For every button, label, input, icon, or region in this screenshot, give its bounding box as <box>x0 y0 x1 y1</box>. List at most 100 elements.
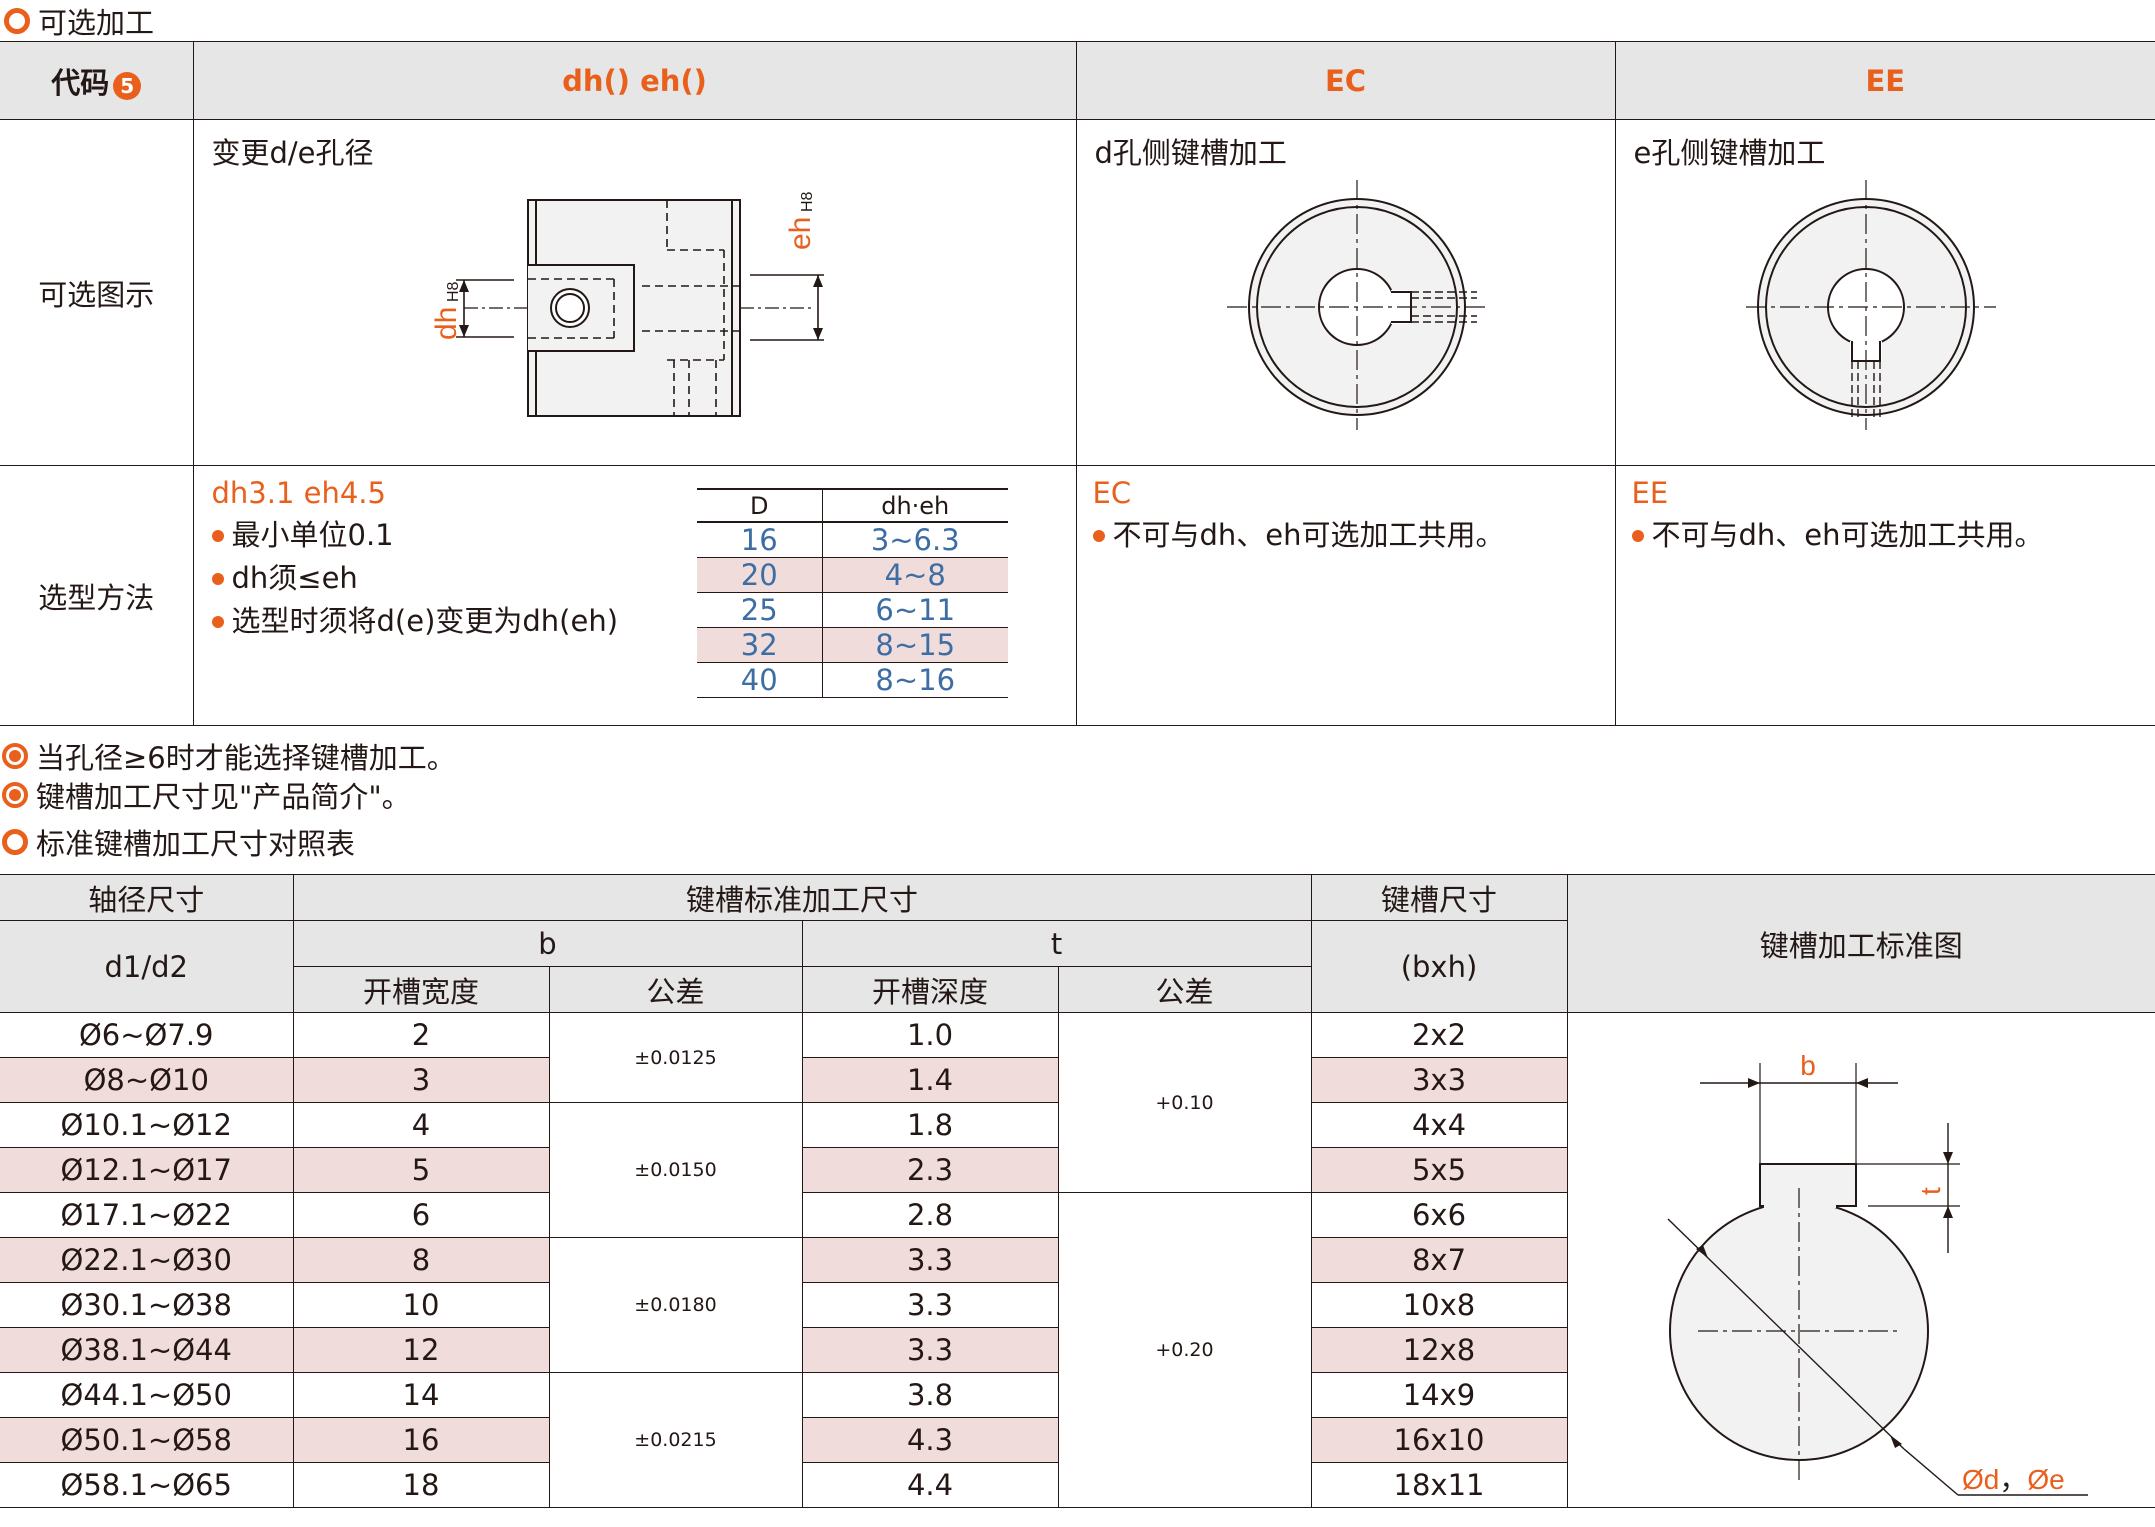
ec-code: EC <box>1092 476 1132 510</box>
circle-icon <box>2 829 28 855</box>
note-text: 键槽加工尺寸见"产品简介"。 <box>36 780 411 814</box>
cell-t: 1.4 <box>801 1057 1059 1103</box>
row-label-figure: 可选图示 <box>0 119 194 466</box>
cell-key-figure: b t Ød，Øe <box>1566 1012 2155 1508</box>
cell-b: 4 <box>292 1102 550 1148</box>
cell-t-tol: +0.20 <box>1057 1192 1312 1508</box>
note-1: 当孔径≥6时才能选择键槽加工。 <box>2 735 456 777</box>
cell-bxh: 18x11 <box>1310 1462 1568 1508</box>
cell-b: 14 <box>292 1372 550 1418</box>
ec-drawing <box>1226 180 1487 430</box>
mini-header-dheh: dh·eh <box>822 488 1008 523</box>
header-t: t <box>801 920 1312 967</box>
mini-cell: 25 <box>696 592 823 628</box>
ec-fig-title: d孔侧键槽加工 <box>1094 136 1287 170</box>
cell-t: 3.3 <box>801 1327 1059 1373</box>
cell-ec-method: EC 不可与dh、eh可选加工共用。 <box>1075 465 1616 726</box>
cell-t: 1.8 <box>801 1102 1059 1148</box>
header-width: 开槽宽度 <box>292 966 550 1013</box>
cell-t: 1.0 <box>801 1012 1059 1058</box>
cell-t: 2.3 <box>801 1147 1059 1193</box>
cell-d: Ø10.1~Ø12 <box>0 1102 294 1148</box>
cell-b: 18 <box>292 1462 550 1508</box>
cell-bxh: 5x5 <box>1310 1147 1568 1193</box>
code-label: 代码 <box>51 65 110 100</box>
cell-bxh: 3x3 <box>1310 1057 1568 1103</box>
cell-b-tol: ±0.0125 <box>548 1012 803 1103</box>
header-shaft: 轴径尺寸 <box>0 874 294 921</box>
cell-bxh: 12x8 <box>1310 1327 1568 1373</box>
cell-bxh: 16x10 <box>1310 1417 1568 1463</box>
cell-bxh: 8x7 <box>1310 1237 1568 1283</box>
target-icon <box>2 743 28 769</box>
mini-cell: 32 <box>696 627 823 663</box>
section-title-text: 标准键槽加工尺寸对照表 <box>36 827 356 861</box>
row-label-method: 选型方法 <box>0 465 194 726</box>
cell-b: 6 <box>292 1192 550 1238</box>
cell-b: 12 <box>292 1327 550 1373</box>
cell-bxh: 4x4 <box>1310 1102 1568 1148</box>
header-figure: 键槽加工标准图 <box>1566 874 2155 1013</box>
cell-ee-method: EE 不可与dh、eh可选加工共用。 <box>1614 465 2155 726</box>
cell-dh-method: dh3.1 eh4.5 最小单位0.1 dh须≤eh 选型时须将d(e)变更为d… <box>192 465 1077 726</box>
cell-ec-figure: d孔侧键槽加工 <box>1075 119 1616 466</box>
fig-label-b: b <box>1800 1050 1816 1081</box>
cell-d: Ø50.1~Ø58 <box>0 1417 294 1463</box>
mini-cell: 4~8 <box>822 557 1008 593</box>
mini-cell: 3~6.3 <box>822 522 1008 558</box>
cell-bxh: 14x9 <box>1310 1372 1568 1418</box>
target-icon <box>2 782 28 808</box>
mini-cell: 6~11 <box>822 592 1008 628</box>
header-b: b <box>292 920 803 967</box>
dim-dh: dh <box>430 307 463 340</box>
cell-t: 3.3 <box>801 1237 1059 1283</box>
cell-d: Ø22.1~Ø30 <box>0 1237 294 1283</box>
mini-header-d: D <box>696 488 823 523</box>
header-keysize: 键槽尺寸 <box>1310 874 1568 921</box>
section-title-keyway: 标准键槽加工尺寸对照表 <box>2 821 355 863</box>
coupling-drawing: dh H8 eh H8 <box>430 191 824 417</box>
fig-label-d-e: Ød，Øe <box>1962 1464 2065 1495</box>
cell-b: 16 <box>292 1417 550 1463</box>
dim-eh-sub: H8 <box>799 191 816 212</box>
cell-bxh: 10x8 <box>1310 1282 1568 1328</box>
mini-cell: 20 <box>696 557 823 593</box>
cell-b: 2 <box>292 1012 550 1058</box>
cell-b: 10 <box>292 1282 550 1328</box>
header-tol2: 公差 <box>1057 966 1312 1013</box>
header-dh: dh() eh() <box>192 41 1077 120</box>
ee-fig-title: e孔侧键槽加工 <box>1633 136 1826 170</box>
header-depth: 开槽深度 <box>801 966 1059 1013</box>
cell-t: 2.8 <box>801 1192 1059 1238</box>
cell-d: Ø38.1~Ø44 <box>0 1327 294 1373</box>
cell-d: Ø44.1~Ø50 <box>0 1372 294 1418</box>
header-bxh: (bxh) <box>1310 920 1568 1013</box>
cell-d: Ø6~Ø7.9 <box>0 1012 294 1058</box>
dim-eh: eh <box>784 217 817 250</box>
dh-spec: dh3.1 eh4.5 <box>211 476 386 510</box>
cell-d: Ø8~Ø10 <box>0 1057 294 1103</box>
note-2: 键槽加工尺寸见"产品简介"。 <box>2 774 411 816</box>
dh-bullet: 最小单位0.1 <box>212 514 619 557</box>
cell-b: 8 <box>292 1237 550 1283</box>
cell-dh-figure: 变更d/e孔径 <box>192 119 1077 466</box>
header-d: d1/d2 <box>0 920 294 1013</box>
cell-t: 4.3 <box>801 1417 1059 1463</box>
fig-label-t: t <box>1915 1187 1946 1195</box>
cell-b: 5 <box>292 1147 550 1193</box>
cell-t: 3.8 <box>801 1372 1059 1418</box>
fig-label-e: Øe <box>2027 1464 2064 1495</box>
cell-bxh: 6x6 <box>1310 1192 1568 1238</box>
ee-note: 不可与dh、eh可选加工共用。 <box>1632 514 2044 557</box>
cell-b: 3 <box>292 1057 550 1103</box>
cell-d: Ø30.1~Ø38 <box>0 1282 294 1328</box>
cell-b-tol: ±0.0150 <box>548 1102 803 1238</box>
cell-t: 3.3 <box>801 1282 1059 1328</box>
cell-t: 4.4 <box>801 1462 1059 1508</box>
cell-t-tol: +0.10 <box>1057 1012 1312 1193</box>
dh-bullet: dh须≤eh <box>212 557 619 600</box>
cell-d: Ø17.1~Ø22 <box>0 1192 294 1238</box>
cell-bxh: 2x2 <box>1310 1012 1568 1058</box>
